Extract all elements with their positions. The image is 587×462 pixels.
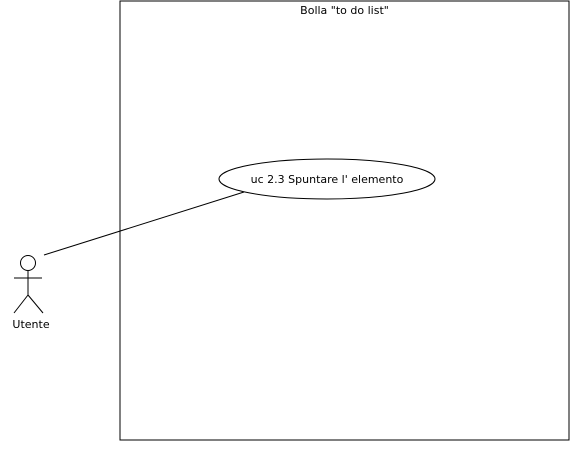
system-boundary	[119, 0, 570, 441]
actor-left-leg	[13, 294, 29, 314]
actor-head	[20, 255, 36, 271]
actor-label: Utente	[12, 318, 50, 331]
actor-right-leg	[27, 294, 44, 314]
system-boundary-title: Bolla "to do list"	[300, 4, 389, 17]
actor-figure[interactable]	[13, 255, 44, 314]
use-case-label: uc 2.3 Spuntare l' elemento	[250, 173, 404, 186]
association-line	[43, 191, 245, 256]
use-case-ellipse[interactable]	[218, 158, 436, 200]
